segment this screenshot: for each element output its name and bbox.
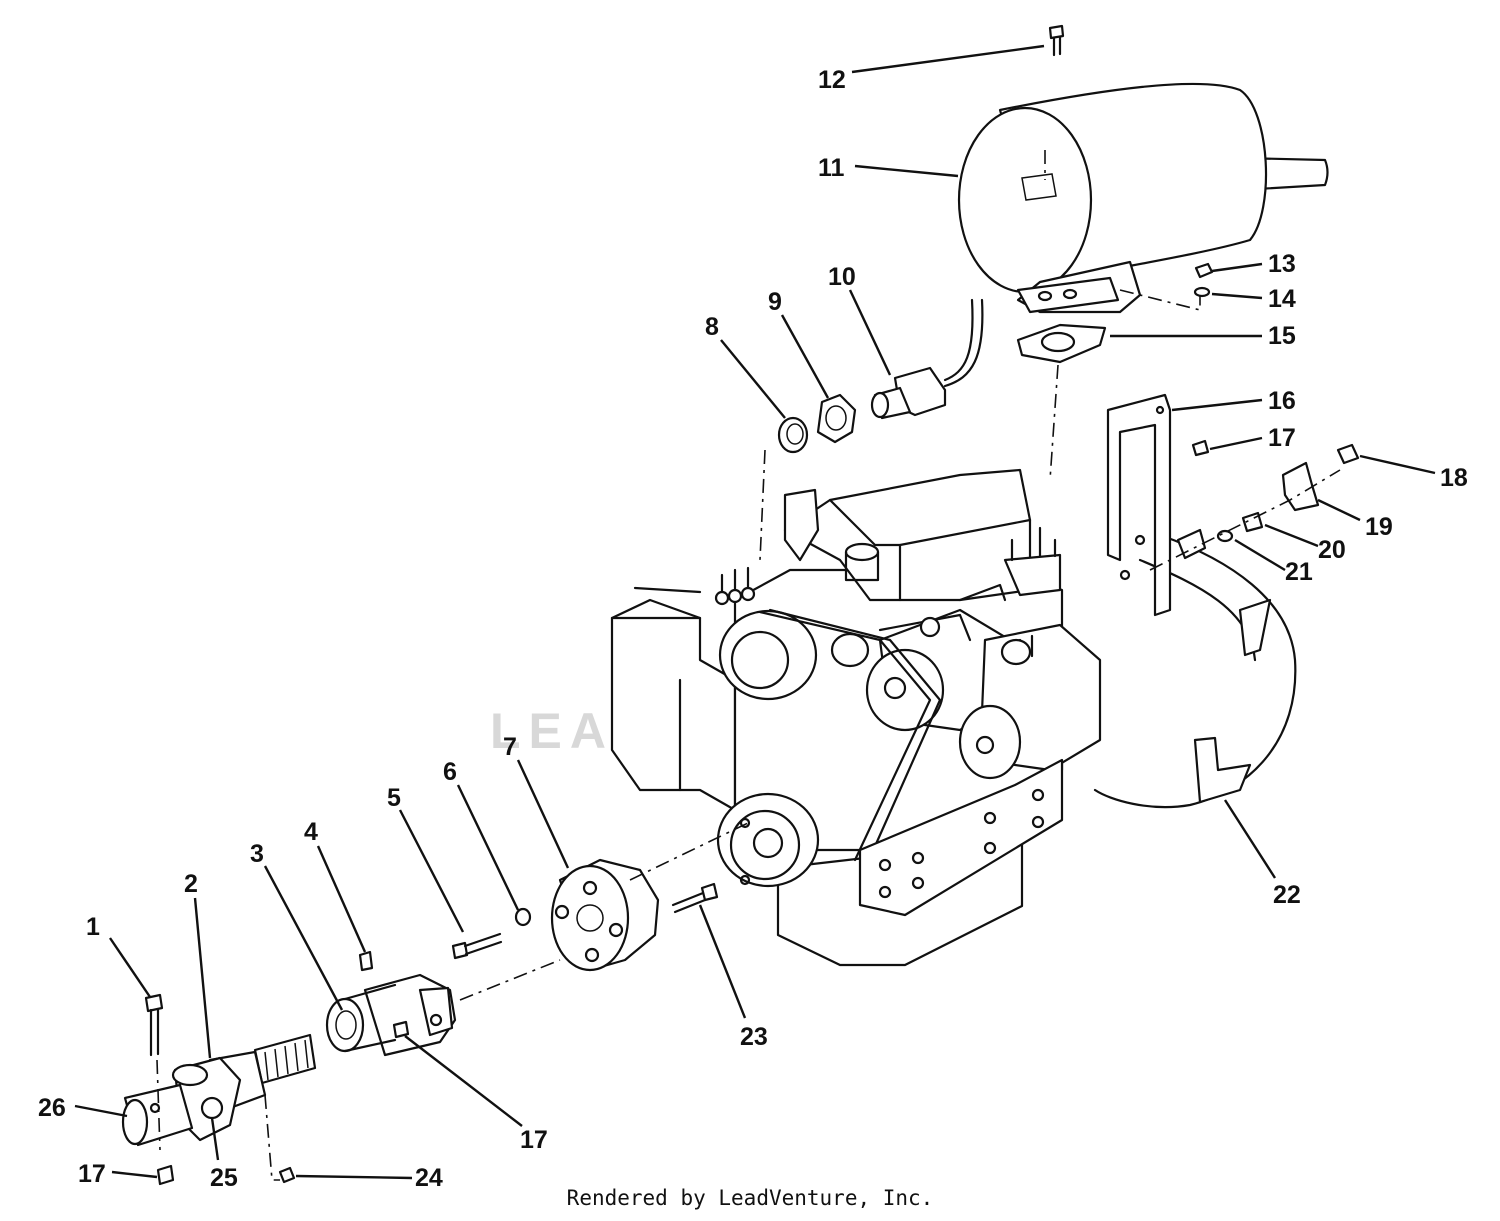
nut-13 [1194, 262, 1214, 279]
callout-14: 14 [1268, 285, 1296, 313]
washer-14 [1193, 286, 1211, 298]
coupler-7 [550, 858, 660, 972]
callout-8: 8 [705, 313, 719, 341]
callout-17-top: 17 [1268, 424, 1296, 452]
muffler [957, 82, 1329, 314]
callout-7: 7 [503, 733, 517, 761]
callout-17-yoke: 17 [520, 1126, 548, 1154]
callout-16: 16 [1268, 387, 1296, 415]
callout-10: 10 [828, 263, 856, 291]
u-joint [121, 1050, 267, 1147]
callout-labels: 1 2 3 4 5 6 7 8 9 10 11 12 13 14 15 16 1… [38, 66, 1468, 1192]
callout-26: 26 [38, 1094, 66, 1122]
callout-20: 20 [1318, 536, 1346, 564]
callout-9: 9 [768, 288, 782, 316]
callout-6: 6 [443, 758, 457, 786]
callout-21: 21 [1285, 558, 1313, 586]
fitting-24 [278, 1166, 296, 1184]
nut-17-yoke [392, 1020, 410, 1039]
callout-3: 3 [250, 840, 264, 868]
sender-10 [870, 298, 984, 420]
callout-17-lower: 17 [78, 1160, 106, 1188]
bracket-16 [1106, 393, 1172, 617]
callout-13: 13 [1268, 250, 1296, 278]
callout-19: 19 [1365, 513, 1393, 541]
washer-6 [514, 907, 532, 927]
nut-17-lower [156, 1164, 175, 1186]
spline-shaft [253, 1033, 317, 1085]
bolt-23 [700, 882, 719, 902]
callout-2: 2 [184, 870, 198, 898]
bolt-1 [144, 993, 164, 1013]
bolt-5 [451, 941, 469, 960]
callout-5: 5 [387, 784, 401, 812]
leader-lines [74, 44, 1436, 1180]
callout-1: 1 [86, 913, 100, 941]
bolt-12 [1048, 24, 1065, 40]
engine [610, 468, 1102, 967]
footer-credit: Rendered by LeadVenture, Inc. [566, 1186, 934, 1210]
callout-18: 18 [1440, 464, 1468, 492]
callout-23: 23 [740, 1023, 768, 1051]
bolt-18 [1336, 443, 1360, 465]
callout-22: 22 [1273, 881, 1301, 909]
washer-21 [1216, 529, 1234, 543]
nut-17-upper [1191, 439, 1210, 457]
yoke-3 [325, 973, 457, 1057]
gasket-15 [1016, 323, 1107, 364]
callout-11: 11 [818, 154, 845, 182]
fitting-4 [358, 950, 374, 972]
callout-25: 25 [210, 1164, 238, 1192]
callout-15: 15 [1268, 322, 1296, 350]
bolt-20 [1241, 511, 1264, 533]
callout-24: 24 [415, 1164, 443, 1192]
callout-4: 4 [304, 818, 318, 846]
fan-shroud [1093, 533, 1297, 809]
nut-9 [816, 393, 857, 444]
callout-12: 12 [818, 66, 846, 94]
